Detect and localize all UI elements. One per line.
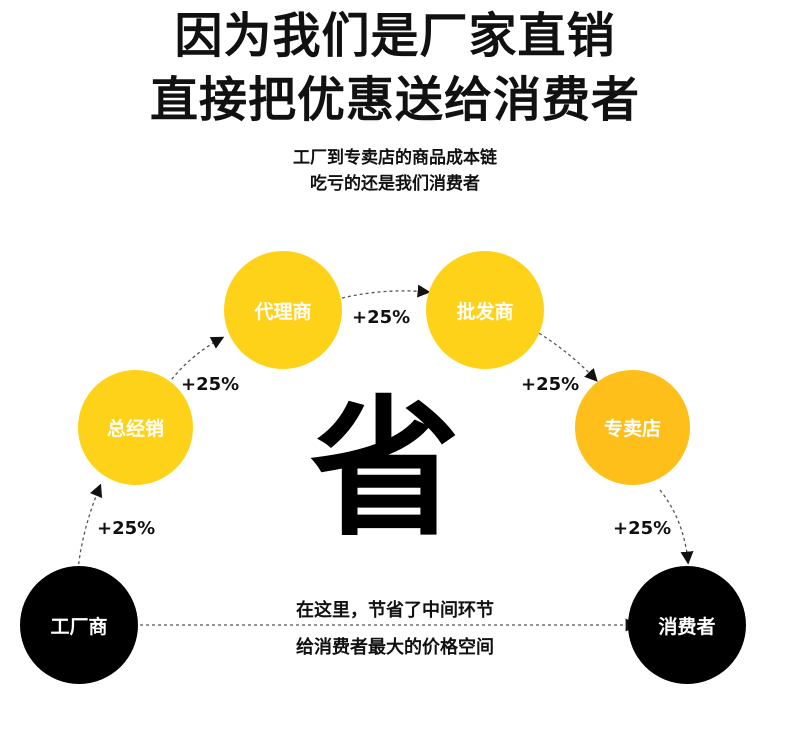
arrow-general-to-agent [167,336,225,385]
markup-agent-to-wholesaler: +25% [352,307,411,328]
subhead-line-1: 工厂到专卖店的商品成本链 [293,148,497,168]
node-wholesaler: 批发商 [426,251,544,369]
arrow-agent-to-wholesaler [341,284,431,299]
bottom-note-line-1: 在这里，节省了中间环节 [296,600,494,621]
headline-line-1: 因为我们是厂家直销 [174,8,616,64]
node-general-agent: 总经销 [78,370,193,485]
node-store: 专卖店 [575,370,690,485]
arrow-store-to-consumer [659,489,694,565]
subhead-line-2: 吃亏的还是我们消费者 [310,174,480,194]
headline-line-2: 直接把优惠送给消费者 [149,72,640,128]
arrow-wholesaler-to-store [533,329,598,382]
bottom-note-line-2: 给消费者最大的价格空间 [296,637,494,658]
node-factory: 工厂商 [20,566,138,684]
markup-store-to-consumer: +25% [613,518,672,539]
arrow-factory-to-general [77,483,103,571]
markup-wholesaler-to-store: +25% [521,374,580,395]
node-consumer: 消费者 [628,566,746,684]
markup-general-to-agent: +25% [181,374,240,395]
save-character: 省 [309,383,460,557]
node-agent: 代理商 [224,251,342,369]
markup-factory-to-general: +25% [97,518,156,539]
